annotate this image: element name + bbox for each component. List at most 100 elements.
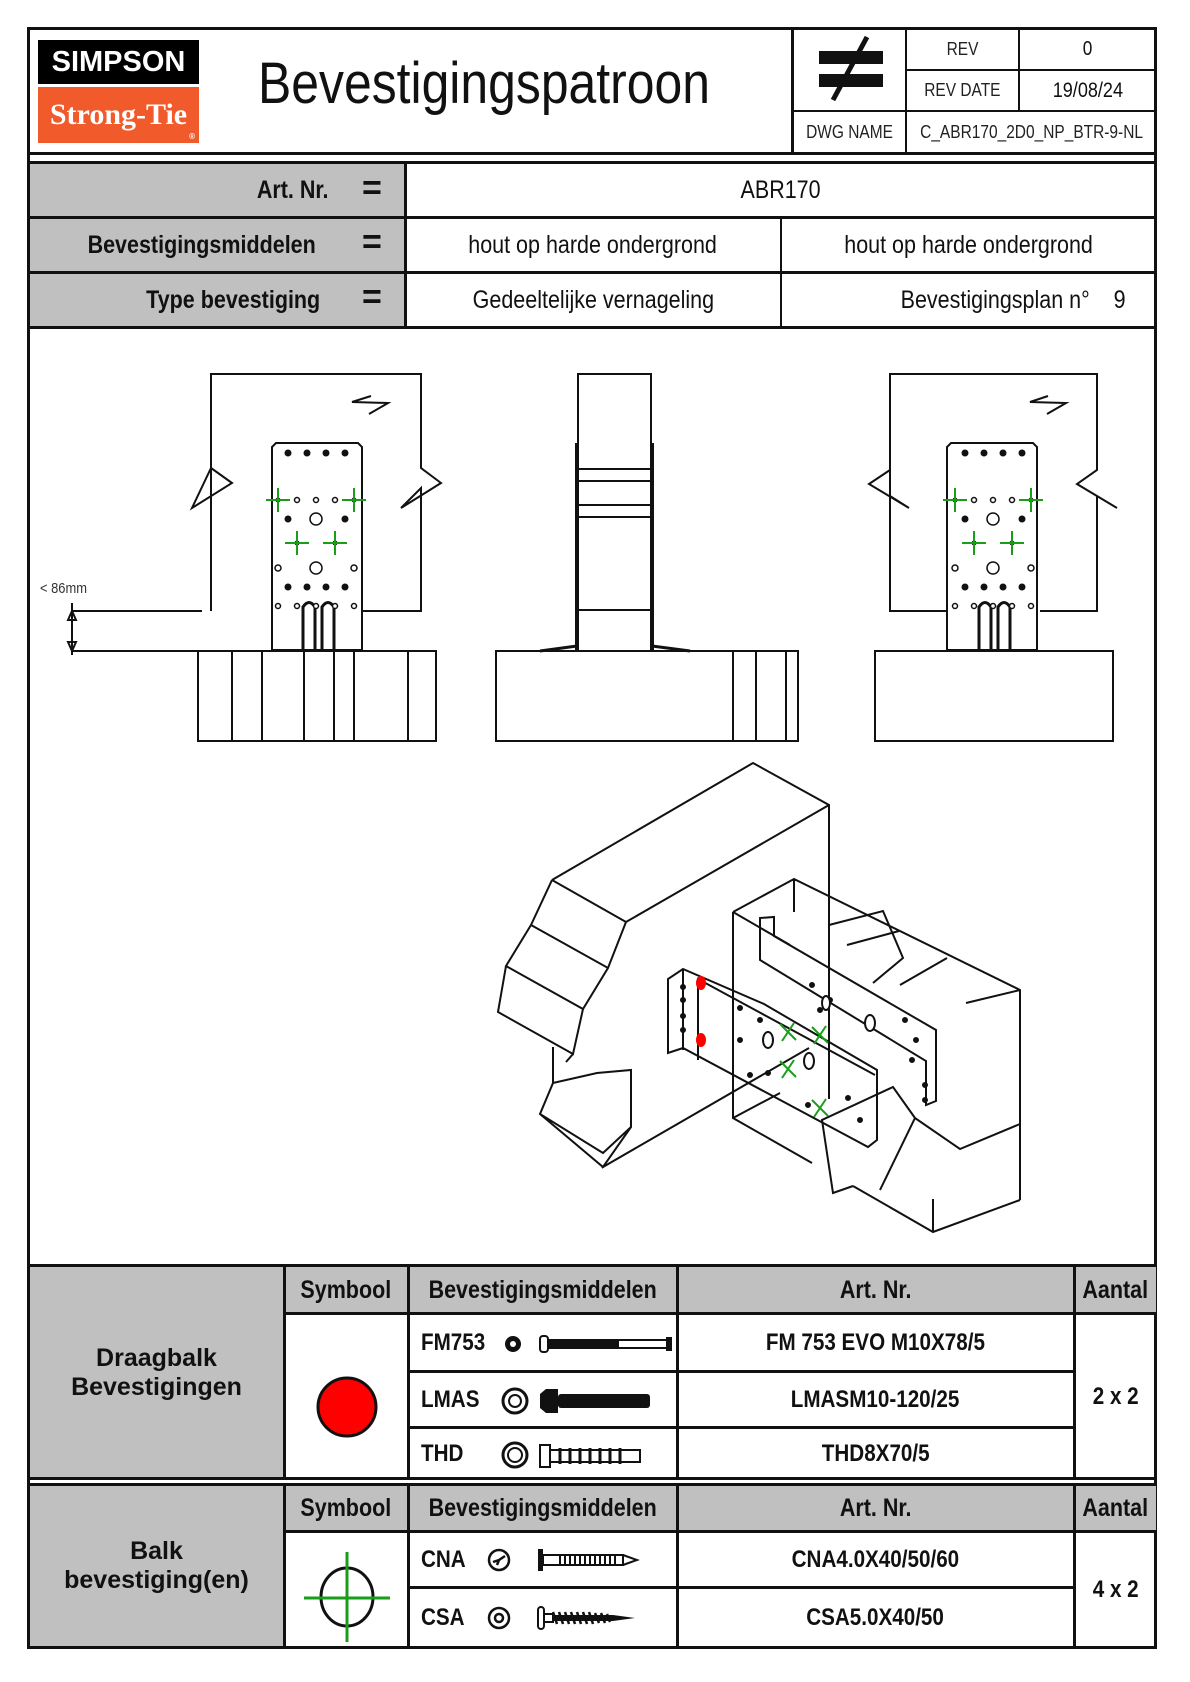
plate-flanges	[575, 443, 654, 651]
grid-line	[27, 1477, 1157, 1480]
support-beam	[874, 650, 1114, 742]
main-beam-iso	[496, 761, 830, 1169]
brand-subname: Strong-Tie	[49, 98, 188, 131]
support-post-iso	[732, 877, 1021, 1234]
anchor-mark	[696, 1033, 706, 1047]
support-beam-lines	[732, 651, 787, 741]
plate-hole	[284, 449, 292, 457]
separator-line	[27, 152, 1157, 155]
plan-number: 9	[1114, 286, 1126, 314]
brand-logo-top: SIMPSON	[38, 40, 199, 84]
plate-hole	[803, 1052, 815, 1070]
info-value-fasteners-1: hout op harde ondergrond	[468, 231, 718, 259]
support-beam	[197, 650, 437, 742]
rev-date-value: 19/08/24	[1052, 78, 1124, 102]
plate-hole	[350, 602, 358, 610]
table2-header-symbol: Symbool	[285, 1486, 407, 1531]
table2-header-fastener: Bevestigingsmiddelen	[409, 1486, 676, 1531]
plate-hole	[961, 515, 969, 523]
info-value-art-nr: ABR170	[740, 176, 822, 204]
table1-header-qty: Aantal	[1075, 1267, 1156, 1313]
table2-row-cna: CNA	[421, 1546, 466, 1573]
grid-line	[27, 1264, 1157, 1267]
plate-hole	[864, 1014, 876, 1032]
group-label-line: Draagbalk	[96, 1343, 217, 1372]
table1-row-thd: THD	[421, 1439, 464, 1467]
grid-line	[407, 1267, 410, 1479]
table2-qty: 4 x 2	[1092, 1575, 1139, 1603]
grid-line	[283, 1486, 286, 1648]
plate-hole	[1008, 602, 1016, 610]
plate-hole	[845, 1095, 851, 1101]
info-value-type: Gedeeltelijke vernageling	[472, 286, 714, 314]
plate-hole	[765, 1070, 771, 1076]
dimension-arrow	[66, 603, 78, 655]
table1-art-lmas: LMASM10-120/25	[791, 1386, 960, 1413]
dimension-label: < 86mm	[40, 580, 87, 597]
plate-hole	[309, 512, 323, 526]
table2-header-art: Art. Nr.	[678, 1486, 1073, 1531]
red-circle-icon	[316, 1376, 378, 1438]
anchor-bolt-icon	[505, 1335, 672, 1353]
plate-hole	[970, 602, 978, 610]
group-label-line: Bevestigingen	[71, 1372, 242, 1401]
page-title-text: Bevestigingspatroon	[258, 51, 710, 116]
grid-line	[1073, 1486, 1076, 1648]
plate-hole	[817, 1007, 823, 1013]
title-block-divider	[791, 27, 794, 153]
plate-hole	[1008, 496, 1016, 504]
plate-hole	[274, 602, 282, 610]
rev-label: REV	[946, 38, 979, 59]
plate-hole	[986, 561, 1000, 575]
plate-hole	[1018, 449, 1026, 457]
title-block-divider	[791, 110, 1157, 112]
plate-hole	[284, 583, 292, 591]
beam-outline	[867, 373, 1118, 612]
title-block-divider	[905, 69, 1157, 71]
nail-mark	[781, 1022, 795, 1042]
not-equal-slash	[830, 35, 870, 102]
table2-row-csa: CSA	[421, 1603, 465, 1631]
title-block-divider	[905, 27, 907, 153]
plate-hole	[922, 1097, 928, 1103]
plate-hole	[999, 583, 1007, 591]
plate-hole	[737, 1005, 743, 1011]
plate-hole	[922, 1082, 928, 1088]
grid-line	[27, 326, 1157, 329]
break-symbol	[351, 395, 392, 415]
plate-hole	[1018, 583, 1026, 591]
grid-line	[283, 1267, 286, 1479]
grid-line	[676, 1486, 679, 1648]
rev-date-label: REV DATE	[924, 80, 1001, 100]
plate-hole	[980, 583, 988, 591]
table1-header-fastener: Bevestigingsmiddelen	[409, 1267, 676, 1313]
plate-hole	[680, 1013, 686, 1019]
plate-hole	[309, 561, 323, 575]
table2-art-csa: CSA5.0X40/50	[806, 1603, 945, 1631]
plate-hole	[293, 496, 301, 504]
plate-hole	[312, 496, 320, 504]
registered-mark: ®	[189, 132, 195, 141]
plate-hole	[284, 515, 292, 523]
plate-hole	[809, 982, 815, 988]
beam-outline	[189, 373, 443, 612]
wing-flaps-iso	[828, 909, 948, 986]
page-title: Bevestigingspatroon	[258, 52, 784, 116]
anchor-screw-icon	[501, 1387, 650, 1415]
plate-hole	[970, 496, 978, 504]
plate-hole	[303, 583, 311, 591]
plate-hole	[909, 1057, 915, 1063]
plate-hole	[951, 602, 959, 610]
plate-hole	[680, 984, 686, 990]
plate-hole	[951, 564, 959, 572]
info-label-art-nr: Art. Nr.	[30, 164, 404, 217]
plan-label: Bevestigingsplan n°	[901, 286, 1091, 314]
plate-hole	[821, 995, 831, 1011]
plate-hole	[274, 564, 282, 572]
plate-hole	[989, 602, 997, 610]
equals-sign: =	[362, 223, 382, 261]
grid-line	[676, 1267, 679, 1479]
plate-hole	[805, 1102, 811, 1108]
